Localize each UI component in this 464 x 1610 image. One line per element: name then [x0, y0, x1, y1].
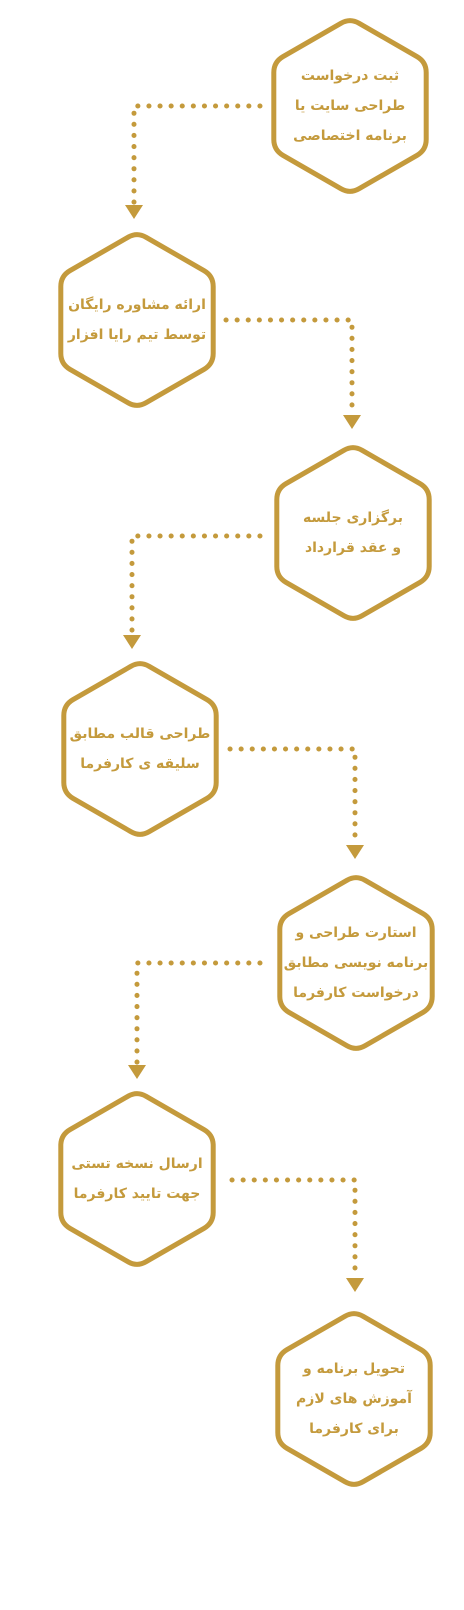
step-6-label-line-1: ارسال نسخه تستی [71, 1156, 202, 1172]
step-3-label-line-1: برگزاری جلسه [303, 509, 403, 526]
connector-6-dots [229, 1177, 358, 1279]
step-3-label-line-2: و عقد قرارداد [305, 540, 401, 556]
step-1-hexagon [271, 18, 429, 194]
step-4-label-line-1: طراحی قالب مطابق [70, 726, 211, 742]
connector-2 [223, 317, 361, 429]
step-7-label-line-2: آموزش های لازم [296, 1389, 413, 1407]
step-7: تحویل برنامه و آموزش های لازم برای کارفرما [275, 1311, 433, 1487]
connector-3-dots [129, 533, 263, 636]
step-4: طراحی قالب مطابق سلیقه ی کارفرما [61, 661, 219, 837]
step-1-label-line-3: برنامه اختصاصی [293, 128, 407, 144]
step-6-label-line-2: جهت تایید کارفرما [74, 1186, 201, 1202]
connector-5 [128, 960, 263, 1079]
step-7-label-line-3: برای کارفرما [309, 1421, 399, 1437]
step-1-label-line-2: طراحی سایت یا [295, 98, 405, 114]
connector-1-dots [131, 103, 263, 206]
step-3-hexagon [274, 445, 432, 621]
connector-4 [227, 746, 364, 859]
connector-2-dots [223, 317, 355, 416]
connector-6 [229, 1177, 364, 1292]
connector-4-arrowhead [346, 845, 364, 859]
step-6-hexagon [58, 1091, 216, 1267]
step-6: ارسال نسخه تستی جهت تایید کارفرما [58, 1091, 216, 1267]
step-1-label-line-1: ثبت درخواست [301, 68, 399, 84]
connector-2-arrowhead [343, 415, 361, 429]
connector-1 [125, 103, 263, 219]
step-5: استارت طراحی و برنامه نویسی مطابق درخواست … [277, 875, 435, 1051]
step-4-label-line-2: سلیقه ی کارفرما [80, 756, 200, 772]
connectors-layer [123, 103, 364, 1292]
connector-1-arrowhead [125, 205, 143, 219]
step-5-label-line-3: درخواست کارفرما [293, 985, 419, 1001]
step-1: ثبت درخواست طراحی سایت یا برنامه اختصاصی [271, 18, 429, 194]
step-2-label-line-1: ارائه مشاوره رایگان [68, 296, 206, 313]
step-7-label-line-1: تحویل برنامه و [302, 1361, 405, 1377]
step-2-hexagon [58, 232, 216, 408]
steps-layer: ثبت درخواست طراحی سایت یا برنامه اختصاصی ار… [58, 18, 435, 1487]
connector-4-dots [227, 746, 358, 846]
step-2: ارائه مشاوره رایگان توسط تیم رایا افزار [58, 232, 216, 408]
step-7-hexagon [275, 1311, 433, 1487]
connector-5-arrowhead [128, 1065, 146, 1079]
step-4-hexagon [61, 661, 219, 837]
step-3: برگزاری جلسه و عقد قرارداد [274, 445, 432, 621]
connector-6-arrowhead [346, 1278, 364, 1292]
step-5-hexagon [277, 875, 435, 1051]
step-5-label-line-1: استارت طراحی و [294, 925, 416, 941]
connector-5-dots [134, 960, 263, 1066]
step-5-label-line-2: برنامه نویسی مطابق [284, 955, 429, 971]
connector-3-arrowhead [123, 635, 141, 649]
connector-3 [123, 533, 263, 649]
step-2-label-line-2: توسط تیم رایا افزار [67, 327, 206, 343]
